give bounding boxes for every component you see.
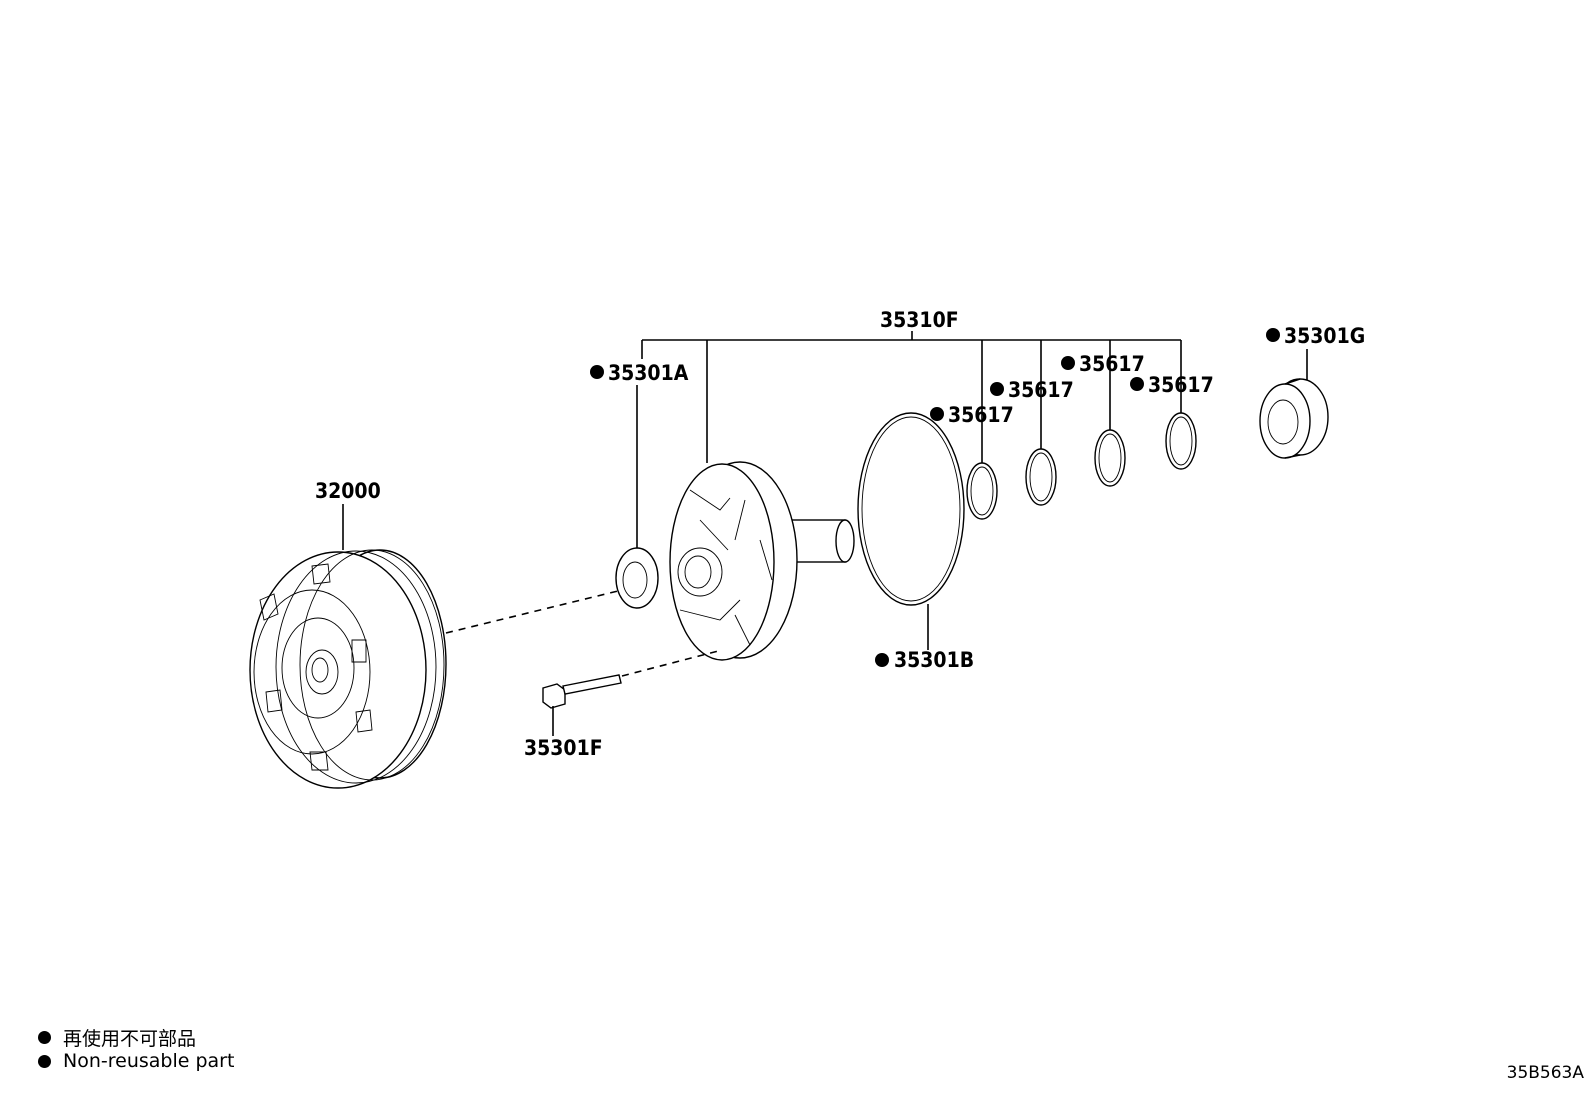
nonreusable-dot-35301A <box>590 365 604 379</box>
oil-seal-35301A[interactable] <box>615 547 659 609</box>
legend-japanese: 再使用不可部品 <box>38 1024 196 1051</box>
legend-dot-icon <box>38 1031 51 1044</box>
bearing-35301G[interactable] <box>1259 378 1329 459</box>
seal-ring-1[interactable] <box>966 462 998 520</box>
label-35301B: 35301B <box>894 648 974 672</box>
seal-ring-4[interactable] <box>1165 412 1197 470</box>
diagram-code: 35B563A <box>1506 1063 1584 1083</box>
bolt-35301F[interactable] <box>542 674 622 709</box>
oil-pump-assembly[interactable] <box>669 461 855 661</box>
nonreusable-dot-35617-4 <box>1130 377 1144 391</box>
nonreusable-dot-35617-3 <box>1061 356 1075 370</box>
o-ring-35301B[interactable] <box>857 412 965 606</box>
seal-ring-2[interactable] <box>1025 448 1057 506</box>
label-35301F: 35301F <box>524 736 603 760</box>
label-35617-4: 35617 <box>1148 373 1214 397</box>
label-35617-2: 35617 <box>1008 378 1074 402</box>
legend-en-text: Non-reusable part <box>63 1050 235 1072</box>
legend-ja-text: 再使用不可部品 <box>63 1028 197 1050</box>
legend-english: Non-reusable part <box>38 1050 234 1072</box>
label-35301A: 35301A <box>608 361 689 385</box>
nonreusable-dot-35617-1 <box>930 407 944 421</box>
seal-ring-3[interactable] <box>1094 429 1126 487</box>
label-35301G: 35301G <box>1284 324 1365 348</box>
label-35617-1: 35617 <box>948 403 1014 427</box>
nonreusable-dot-35301G <box>1266 328 1280 342</box>
legend-dot-icon <box>38 1054 51 1068</box>
label-35310F: 35310F <box>880 308 959 332</box>
label-32000: 32000 <box>315 479 381 503</box>
torque-converter[interactable] <box>249 549 447 789</box>
nonreusable-dot-35617-2 <box>990 382 1004 396</box>
label-35617-3: 35617 <box>1079 352 1145 376</box>
nonreusable-dot-35301B <box>875 653 889 667</box>
